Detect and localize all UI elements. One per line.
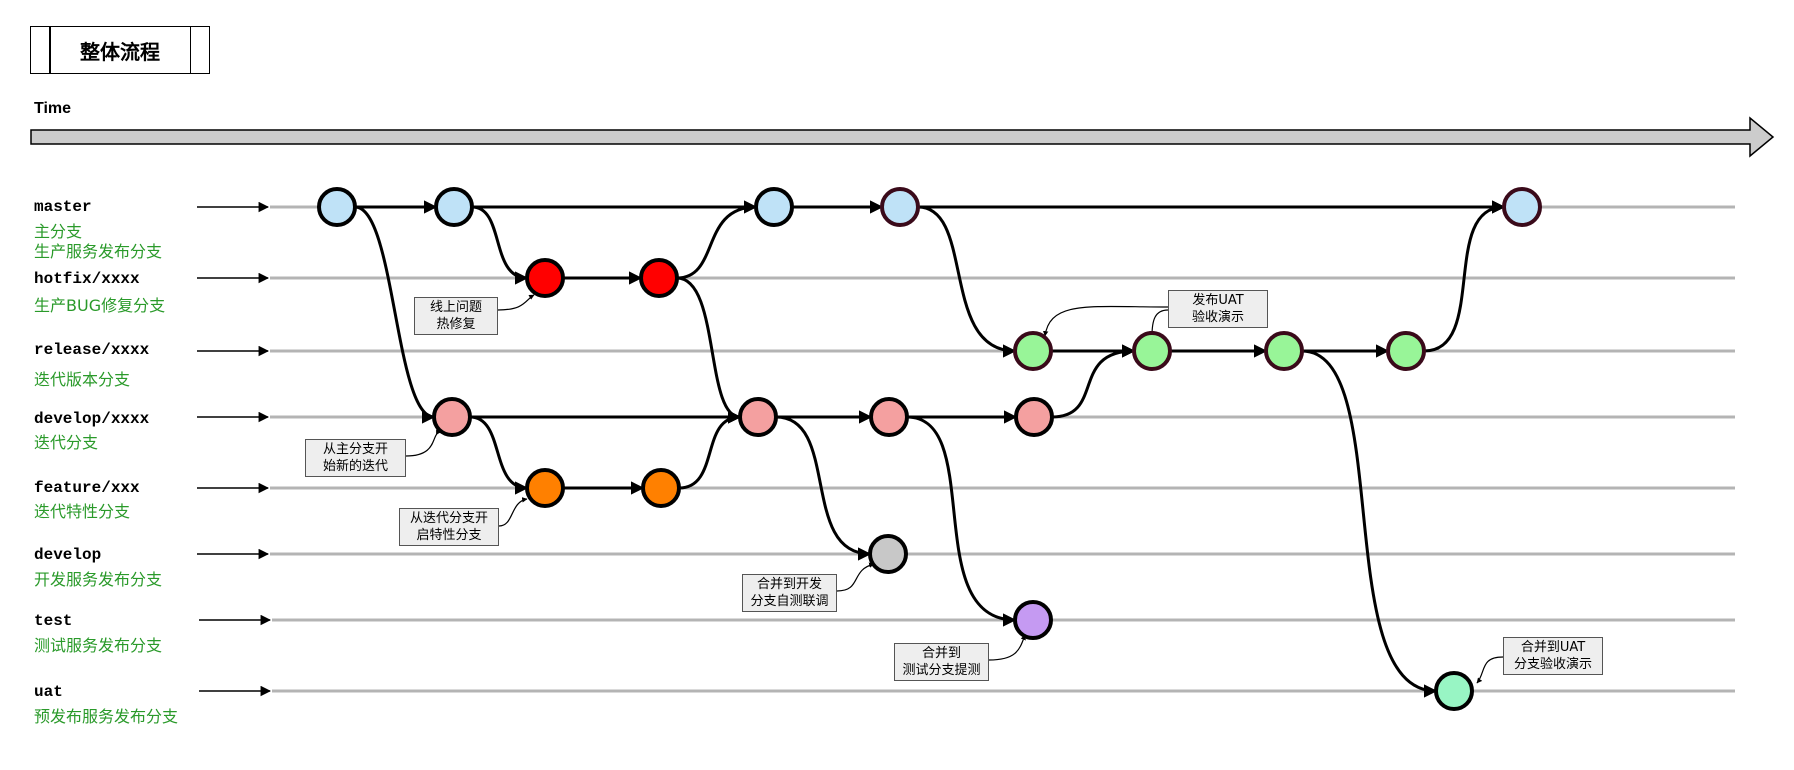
master-node-1 [317,187,357,227]
merge-uat-note: 合并到UAT 分支验收演示 [1503,637,1603,675]
merge-uat-note-line-1: 合并到UAT [1520,640,1586,655]
title-box-right-bar [189,27,191,73]
diagram-title: 整体流程 [80,39,160,64]
hotfix-note-connector [497,294,535,311]
develop-xxxx-node-2 [738,397,778,437]
feature-node-1 [525,468,565,508]
edge-h2-m3 [676,200,758,280]
branch-label-develop: develop [34,546,102,564]
branch-label-feature: feature/xxx [34,479,140,497]
release-node-1 [1013,331,1053,371]
hotfix-note-line-2: 热修复 [436,317,476,332]
branch-desc-uat: 预发布服务发布分支 [34,707,179,726]
merge-uat-note-line-2: 分支验收演示 [1513,657,1592,672]
edge-d3-test [906,415,1017,627]
branch-label-release: release/xxxx [34,341,150,359]
develop-xxxx-node-4 [1014,397,1054,437]
branch-desc-hotfix: 生产BUG修复分支 [34,296,166,315]
branch-desc-master-2: 生产服务发布分支 [34,242,163,261]
release-node-3 [1264,331,1304,371]
commit-nodes [317,187,1542,711]
edge-r4-m5 [1423,200,1506,353]
feature-note-connector [498,497,528,527]
uat-node-1 [1434,671,1474,711]
master-node-4 [880,187,920,227]
branch-desc-release: 迭代版本分支 [34,370,131,389]
edge-d1-f1 [469,415,529,495]
edge-m2-h1 [471,205,529,285]
master-node-5 [1502,187,1542,227]
feature-node-2 [641,468,681,508]
iteration-note-line-2: 始新的迭代 [322,459,388,474]
diagram-title-box: 整体流程 [30,26,210,74]
time-arrow [30,116,1775,158]
test-node-1 [1013,600,1053,640]
branch-label-master: master [34,198,92,216]
edge-d4-r2 [1051,344,1136,419]
edge-m4-r1 [917,205,1017,358]
branch-desc-develop-xxxx: 迭代分支 [34,433,99,452]
release-node-4 [1386,331,1426,371]
master-node-2 [434,187,474,227]
callout-connectors [405,294,1504,684]
develop-xxxx-node-1 [432,397,472,437]
feature-note-line-2: 启特性分支 [416,528,482,543]
merge-test-note-connector [988,634,1026,661]
hotfix-node-2 [639,258,679,298]
edge-h2-d2 [676,276,742,424]
merge-develop-note: 合并到开发 分支自测联调 [742,574,837,612]
hotfix-node-1 [525,258,565,298]
uat-release-note-connector [1043,305,1169,337]
uat-release-note-line-1: 发布UAT [1192,293,1244,308]
master-node-3 [754,187,794,227]
branch-desc-master-1: 主分支 [34,222,83,241]
branch-label-test: test [34,612,73,630]
iteration-note: 从主分支开 始新的迭代 [305,439,406,477]
merge-test-note-line-1: 合并到 [921,646,961,661]
feature-note: 从迭代分支开 启特性分支 [399,508,499,546]
branch-desc-feature: 迭代特性分支 [34,502,131,521]
branch-label-develop-xxxx: develop/xxxx [34,410,150,428]
time-label: Time [34,100,72,117]
hotfix-note: 线上问题 热修复 [414,297,498,335]
develop-xxxx-node-3 [869,397,909,437]
uat-release-note-line-2: 验收演示 [1191,310,1244,325]
flow-edges [354,200,1506,698]
feature-note-line-1: 从迭代分支开 [409,511,488,526]
branch-desc-test: 测试服务发布分支 [34,636,163,655]
merge-test-note: 合并到 测试分支提测 [894,643,989,681]
edge-d2-dev [775,415,872,561]
edge-f2-d2 [678,410,742,490]
merge-develop-note-line-1: 合并到开发 [756,577,822,592]
lane-start-arrows [197,201,272,697]
merge-develop-note-line-2: 分支自测联调 [750,594,829,609]
release-node-2 [1132,331,1172,371]
title-box-left-bar [49,27,51,73]
merge-uat-note-connector [1476,656,1504,684]
iteration-note-connector [405,429,442,457]
branch-label-hotfix: hotfix/xxxx [34,270,140,288]
edge-r3-uat [1301,349,1438,698]
iteration-note-line-1: 从主分支开 [322,442,388,457]
edge-m1-d1 [354,205,436,424]
hotfix-note-line-1: 线上问题 [429,300,482,315]
merge-test-note-line-2: 测试分支提测 [902,663,981,678]
uat-release-note: 发布UAT 验收演示 [1168,290,1268,328]
branch-label-uat: uat [34,683,63,701]
develop-node-1 [868,534,908,574]
merge-develop-note-connector [836,562,875,592]
branch-desc-develop: 开发服务发布分支 [34,570,163,589]
